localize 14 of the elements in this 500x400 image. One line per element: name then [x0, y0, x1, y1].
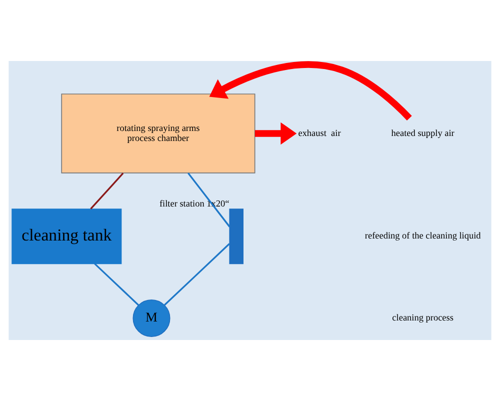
- node-text: heated supply air: [391, 127, 454, 138]
- legend-label: refeeding of the cleaning liquid: [364, 230, 481, 240]
- node-box: cleaning tank: [12, 208, 122, 264]
- connector: [90, 172, 124, 209]
- arrow: [254, 122, 297, 144]
- connector: [188, 172, 230, 227]
- connector: [94, 262, 140, 306]
- connector: [164, 242, 230, 306]
- node-circle: M: [132, 298, 170, 336]
- node-box: rotating spraying arms process chamber: [61, 93, 256, 173]
- node-text: exhaust air: [298, 127, 341, 138]
- node-bar: [229, 208, 244, 264]
- legend-label: cleaning process: [392, 312, 454, 322]
- arrow: [209, 60, 412, 120]
